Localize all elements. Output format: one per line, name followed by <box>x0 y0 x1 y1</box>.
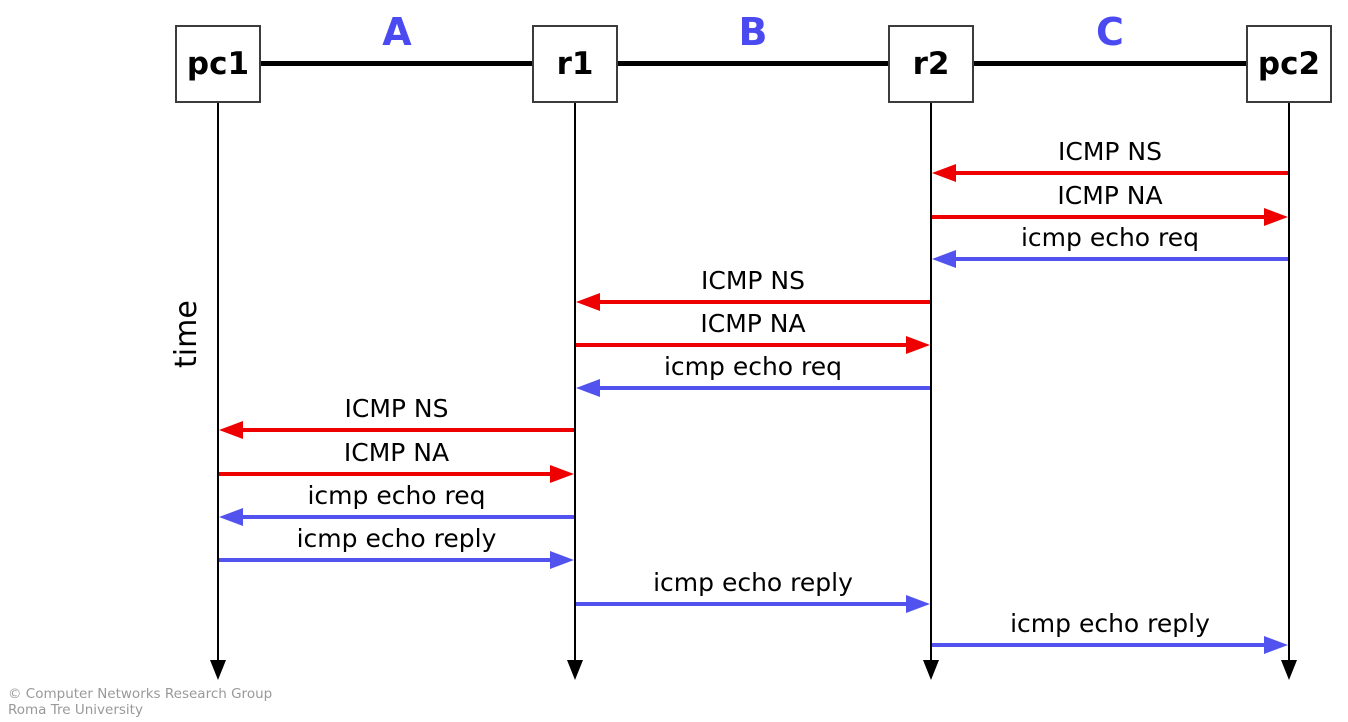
node-pc2: pc2 <box>1246 25 1332 103</box>
message-icmp-echo-reply-segment-c: icmp echo reply <box>932 609 1288 654</box>
arrow-shaft <box>235 515 574 519</box>
arrow-shaft <box>576 343 914 347</box>
message-arrow <box>576 379 930 397</box>
copyright-credit: © Computer Networks Research Group Roma … <box>8 686 272 718</box>
lifeline-r2 <box>930 103 932 661</box>
message-label: icmp echo req <box>307 481 486 510</box>
arrow-shaft <box>948 257 1288 261</box>
arrow-shaft <box>576 602 914 606</box>
message-icmp-echo-req-segment-a: icmp echo req <box>219 481 574 526</box>
lifeline-arrowhead-r2-icon <box>923 660 939 680</box>
arrow-head-left-icon <box>576 379 600 397</box>
arrow-shaft <box>235 428 574 432</box>
segment-label-c: C <box>1096 10 1124 54</box>
message-label: icmp echo req <box>1020 223 1200 252</box>
arrow-head-left-icon <box>932 250 956 268</box>
message-arrow <box>219 465 574 483</box>
arrow-head-right-icon <box>550 551 574 569</box>
node-r2-label: r2 <box>912 46 950 82</box>
arrow-shaft <box>948 171 1288 175</box>
message-arrow <box>932 250 1288 268</box>
message-label: ICMP NA <box>343 438 450 467</box>
arrow-shaft <box>592 300 930 304</box>
copyright-line1: © Computer Networks Research Group <box>8 686 273 702</box>
arrow-shaft <box>592 386 930 390</box>
node-pc1: pc1 <box>175 25 261 103</box>
node-pc1-label: pc1 <box>186 46 250 82</box>
message-label: ICMP NS <box>701 266 805 295</box>
lifeline-arrowhead-r1-icon <box>567 660 583 680</box>
message-icmp-na-segment-b: ICMP NA <box>576 309 930 354</box>
arrow-shaft <box>219 472 558 476</box>
message-arrow <box>932 208 1288 226</box>
message-icmp-na-segment-a: ICMP NA <box>219 438 574 483</box>
message-icmp-echo-req-segment-c: icmp echo req <box>932 223 1288 268</box>
message-label: icmp echo req <box>663 352 843 381</box>
message-icmp-echo-req-segment-b: icmp echo req <box>576 352 930 397</box>
message-arrow <box>932 636 1288 654</box>
lifeline-arrowhead-pc1-icon <box>210 660 226 680</box>
message-arrow <box>576 595 930 613</box>
arrow-head-right-icon <box>1264 636 1288 654</box>
node-r2: r2 <box>888 25 974 103</box>
lifeline-pc1 <box>217 103 219 661</box>
message-arrow <box>932 164 1288 182</box>
arrow-head-right-icon <box>550 465 574 483</box>
segment-label-a: A <box>382 10 412 54</box>
arrow-head-right-icon <box>906 595 930 613</box>
arrow-shaft <box>932 215 1272 219</box>
message-icmp-echo-reply-segment-a: icmp echo reply <box>219 524 574 569</box>
message-icmp-na-segment-c: ICMP NA <box>932 181 1288 226</box>
arrow-head-left-icon <box>576 293 600 311</box>
message-label: icmp echo reply <box>653 568 853 597</box>
backbone-link-line <box>261 61 1247 66</box>
node-r1: r1 <box>532 25 618 103</box>
segment-label-b: B <box>738 10 768 54</box>
arrow-head-left-icon <box>219 421 243 439</box>
message-label: ICMP NS <box>1058 137 1162 166</box>
message-label: ICMP NS <box>344 394 449 423</box>
message-label: icmp echo reply <box>1010 609 1210 638</box>
copyright-line2: Roma Tre University <box>8 702 143 718</box>
message-label: icmp echo reply <box>296 524 497 553</box>
arrow-head-right-icon <box>906 336 930 354</box>
message-icmp-ns-segment-a: ICMP NS <box>219 394 574 439</box>
time-axis-label: time <box>169 300 204 368</box>
lifeline-pc2 <box>1288 103 1290 661</box>
lifeline-arrowhead-pc2-icon <box>1281 660 1297 680</box>
lifeline-r1 <box>574 103 576 661</box>
arrow-head-left-icon <box>219 508 243 526</box>
message-arrow <box>219 421 574 439</box>
arrow-head-right-icon <box>1264 208 1288 226</box>
message-label: ICMP NA <box>1057 181 1163 210</box>
message-icmp-echo-reply-segment-b: icmp echo reply <box>576 568 930 613</box>
message-arrow <box>219 551 574 569</box>
arrow-head-left-icon <box>932 164 956 182</box>
message-icmp-ns-segment-b: ICMP NS <box>576 266 930 311</box>
arrow-shaft <box>932 643 1272 647</box>
arrow-shaft <box>219 558 558 562</box>
message-arrow <box>219 508 574 526</box>
message-arrow <box>576 293 930 311</box>
message-arrow <box>576 336 930 354</box>
node-r1-label: r1 <box>556 46 594 82</box>
message-label: ICMP NA <box>700 309 806 338</box>
message-icmp-ns-segment-c: ICMP NS <box>932 137 1288 182</box>
node-pc2-label: pc2 <box>1257 46 1321 82</box>
